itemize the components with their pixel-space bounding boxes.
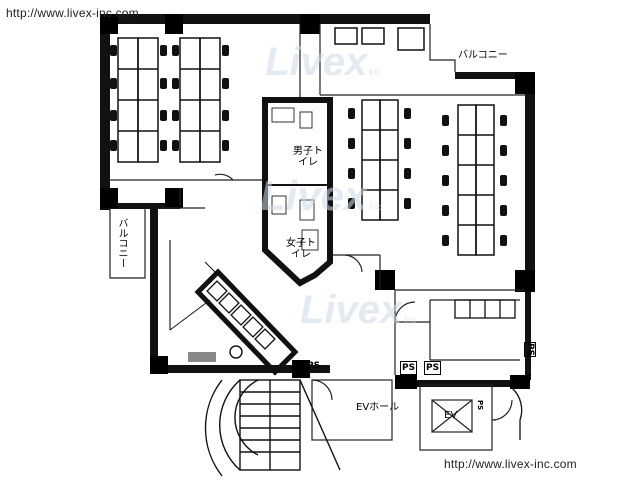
desks-right [361, 99, 495, 256]
ps-label-3: PS [424, 361, 442, 375]
counter [454, 299, 516, 319]
balcony-top-label: バルコニー [458, 50, 508, 61]
desks-top [334, 27, 425, 51]
ev-label: EV [444, 410, 458, 421]
right-exterior [511, 387, 523, 440]
outer-walls [100, 14, 535, 387]
womens-toilet-label: 女子トイレ [286, 238, 316, 260]
ps-label-5: PS [476, 400, 484, 411]
restroom-core [262, 97, 333, 287]
exterior-stairs [204, 379, 341, 477]
chairs-right [348, 108, 507, 246]
chairs-left [110, 45, 229, 151]
url-top: http://www.livex-inc.com [6, 6, 139, 20]
ps-label-2: PS [400, 361, 418, 375]
sink [188, 345, 243, 362]
ps-label-4: PS [524, 342, 536, 358]
staircase [169, 261, 299, 376]
url-bottom: http://www.livex-inc.com [444, 457, 577, 471]
ps-label-1: PS [307, 361, 321, 371]
desks-left [117, 37, 221, 163]
ev-hall-label: EVホール [356, 402, 400, 413]
mens-toilet-label: 男子トイレ [293, 146, 323, 168]
balcony-left-label: バルコニー [116, 218, 127, 268]
